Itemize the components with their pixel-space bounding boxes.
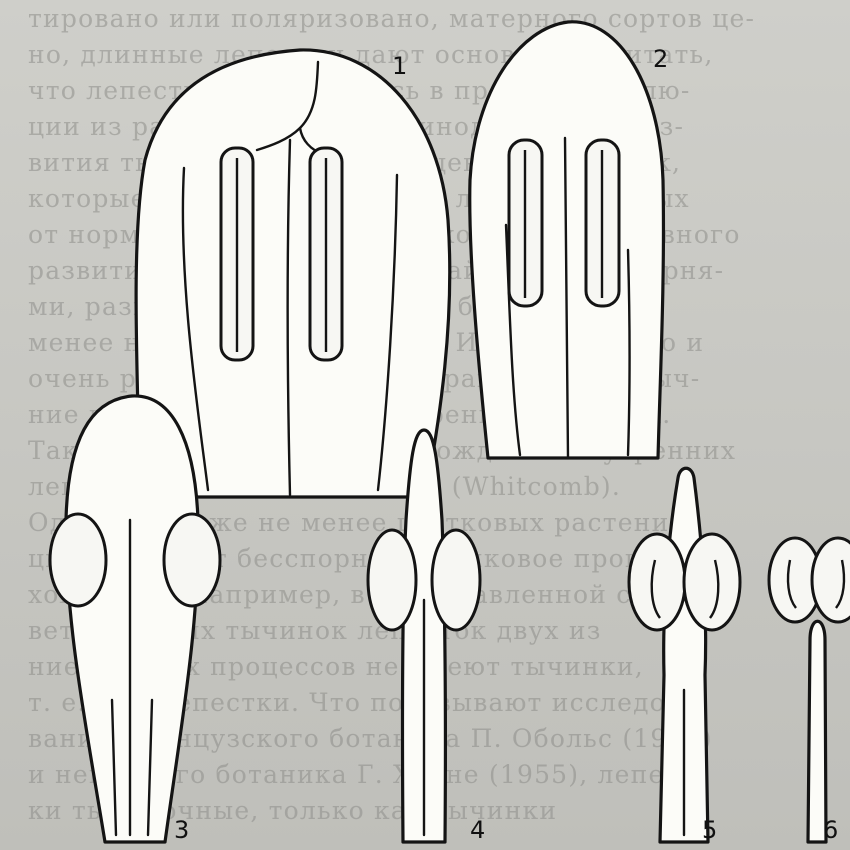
- figure-5-stamen: [629, 468, 740, 842]
- figure-label-2: 2: [653, 45, 668, 73]
- figure-label-3: 3: [174, 816, 189, 844]
- figure-label-1: 1: [392, 52, 407, 80]
- figure-label-5: 5: [702, 816, 717, 844]
- figure-label-4: 4: [470, 816, 485, 844]
- figure-label-6: 6: [823, 816, 838, 844]
- figure-6-stamen: [769, 538, 850, 842]
- figure-2-petaloid-stamen: [470, 22, 664, 458]
- figure-1-petaloid-stamen: [136, 50, 450, 497]
